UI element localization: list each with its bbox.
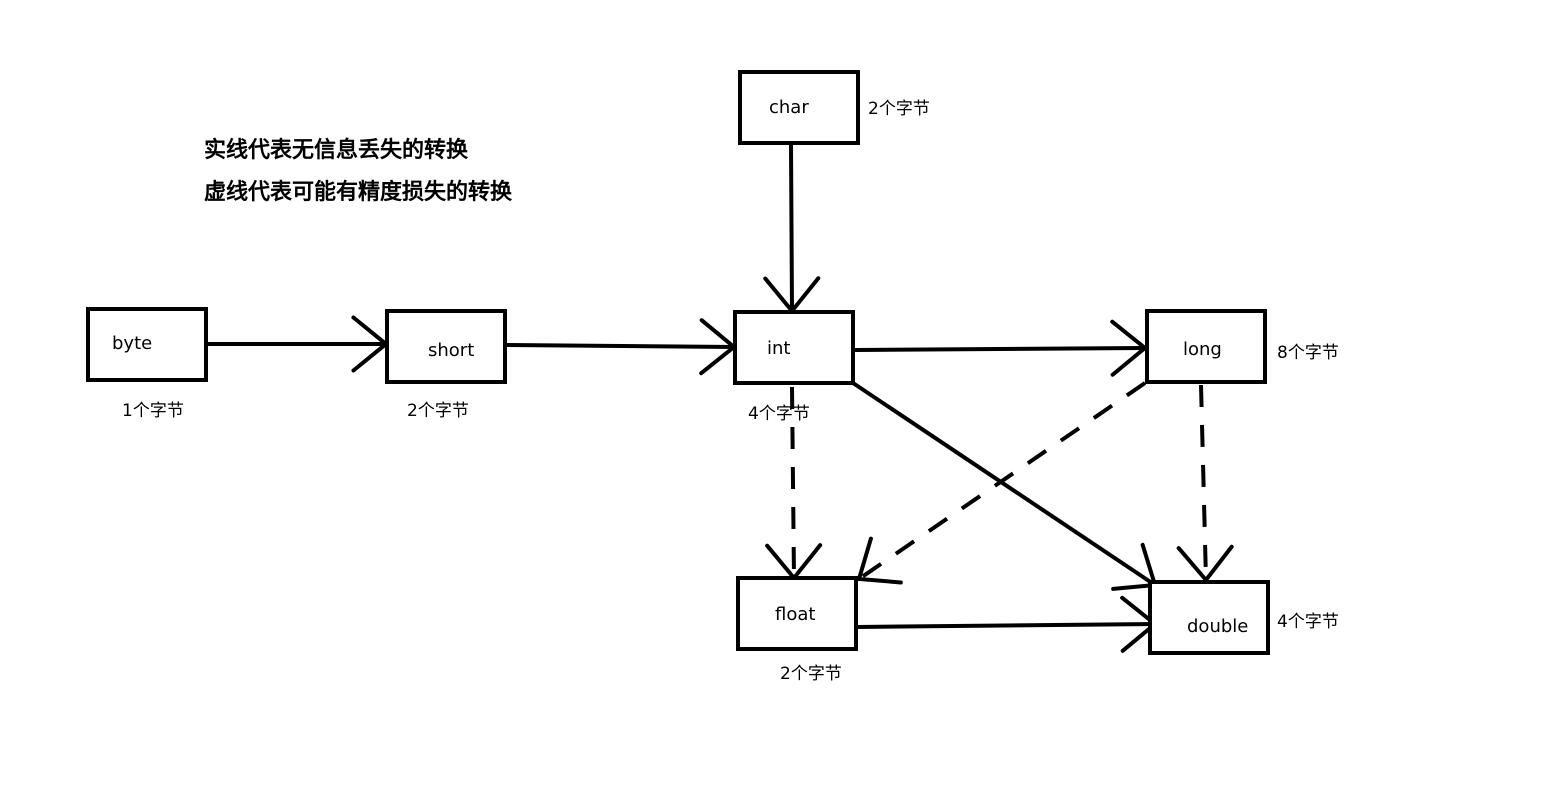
legend-solid-text: 实线代表无信息丢失的转换 xyxy=(204,137,469,163)
edge-line-solid xyxy=(854,346,1147,352)
edge-short-to-int xyxy=(504,318,738,376)
node-char-size: 2个字节 xyxy=(868,99,930,119)
node-int: int xyxy=(733,310,855,385)
node-float-size: 2个字节 xyxy=(780,664,842,684)
node-char-box xyxy=(738,70,860,145)
edge-line-dashed xyxy=(790,386,796,579)
arrowhead-icon xyxy=(856,536,903,585)
node-long: long xyxy=(1145,309,1267,384)
edge-char-to-int xyxy=(763,143,821,315)
node-short: short xyxy=(385,309,507,384)
node-int-box xyxy=(733,310,855,385)
edge-int-to-long xyxy=(854,319,1149,377)
edge-line-solid xyxy=(851,381,1157,587)
node-long-box xyxy=(1145,309,1267,384)
node-double-label: double xyxy=(1187,616,1248,637)
edge-line-dashed xyxy=(857,381,1147,581)
node-double-size: 4个字节 xyxy=(1277,612,1339,632)
node-short-size: 2个字节 xyxy=(407,401,469,421)
edge-float-to-double xyxy=(855,595,1159,653)
legend-dashed-text: 虚线代表可能有精度损失的转换 xyxy=(204,179,513,205)
edge-long-to-float xyxy=(856,381,1147,585)
node-short-box xyxy=(385,309,507,384)
edge-line-solid xyxy=(855,622,1157,629)
node-char-label: char xyxy=(769,97,809,118)
node-char: char xyxy=(738,70,860,145)
edge-int-to-double xyxy=(851,381,1158,591)
node-double: double xyxy=(1148,580,1270,655)
node-long-size: 8个字节 xyxy=(1277,343,1339,363)
node-float: float xyxy=(736,576,858,651)
edge-byte-to-short xyxy=(205,315,390,373)
node-float-label: float xyxy=(775,604,815,625)
node-int-size: 4个字节 xyxy=(748,404,810,424)
node-int-label: int xyxy=(767,338,790,359)
node-long-label: long xyxy=(1183,339,1222,360)
node-short-label: short xyxy=(428,340,474,361)
edge-line-solid xyxy=(504,343,736,349)
edge-line-solid xyxy=(789,143,794,313)
node-float-box xyxy=(736,576,858,651)
node-byte: byte xyxy=(86,307,208,382)
edges-layer xyxy=(205,143,1234,653)
node-double-box xyxy=(1148,580,1270,655)
node-byte-box xyxy=(86,307,208,382)
node-byte-label: byte xyxy=(112,333,152,354)
edge-long-to-double xyxy=(1176,384,1234,584)
node-byte-size: 1个字节 xyxy=(122,401,184,421)
edge-line-dashed xyxy=(1199,384,1208,581)
